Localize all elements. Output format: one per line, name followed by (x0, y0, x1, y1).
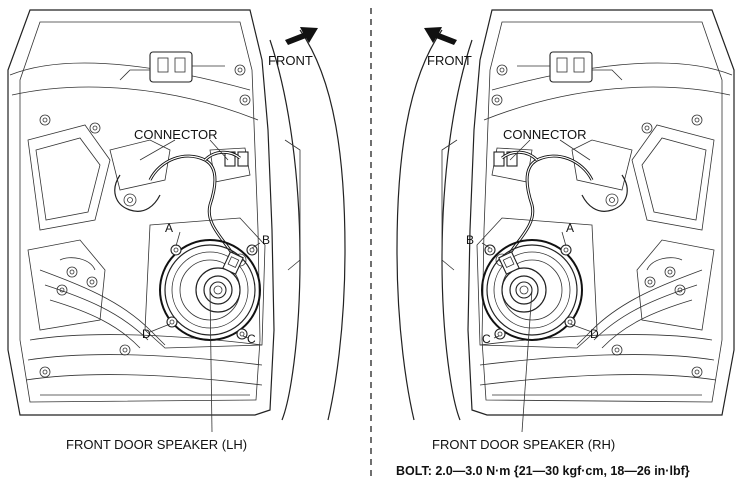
rh-connector-label: CONNECTOR (503, 127, 587, 142)
lh-point-a-label: A (165, 221, 174, 235)
lh-point-d-label: D (142, 327, 151, 341)
lh-point-c-label: C (247, 332, 256, 346)
rh-door-panel (396, 8, 736, 421)
rh-front-label: FRONT (427, 53, 472, 68)
rh-point-d-label: D (590, 327, 599, 341)
lh-connector-label: CONNECTOR (134, 127, 218, 142)
lh-door-panel (6, 8, 346, 421)
lh-point-b-label: B (262, 233, 271, 247)
rh-point-c-label: C (482, 332, 491, 346)
lh-front-label: FRONT (268, 53, 313, 68)
rh-front-arrow (424, 27, 457, 45)
rh-point-b-label: B (466, 233, 475, 247)
rh-speaker-label: FRONT DOOR SPEAKER (RH) (432, 437, 616, 452)
rh-point-a-label: A (566, 221, 575, 235)
lh-front-arrow (285, 27, 318, 45)
lh-speaker-label: FRONT DOOR SPEAKER (LH) (66, 437, 248, 452)
bolt-torque-spec: BOLT: 2.0—3.0 N·m {21—30 kgf·cm, 18—26 i… (396, 464, 690, 478)
